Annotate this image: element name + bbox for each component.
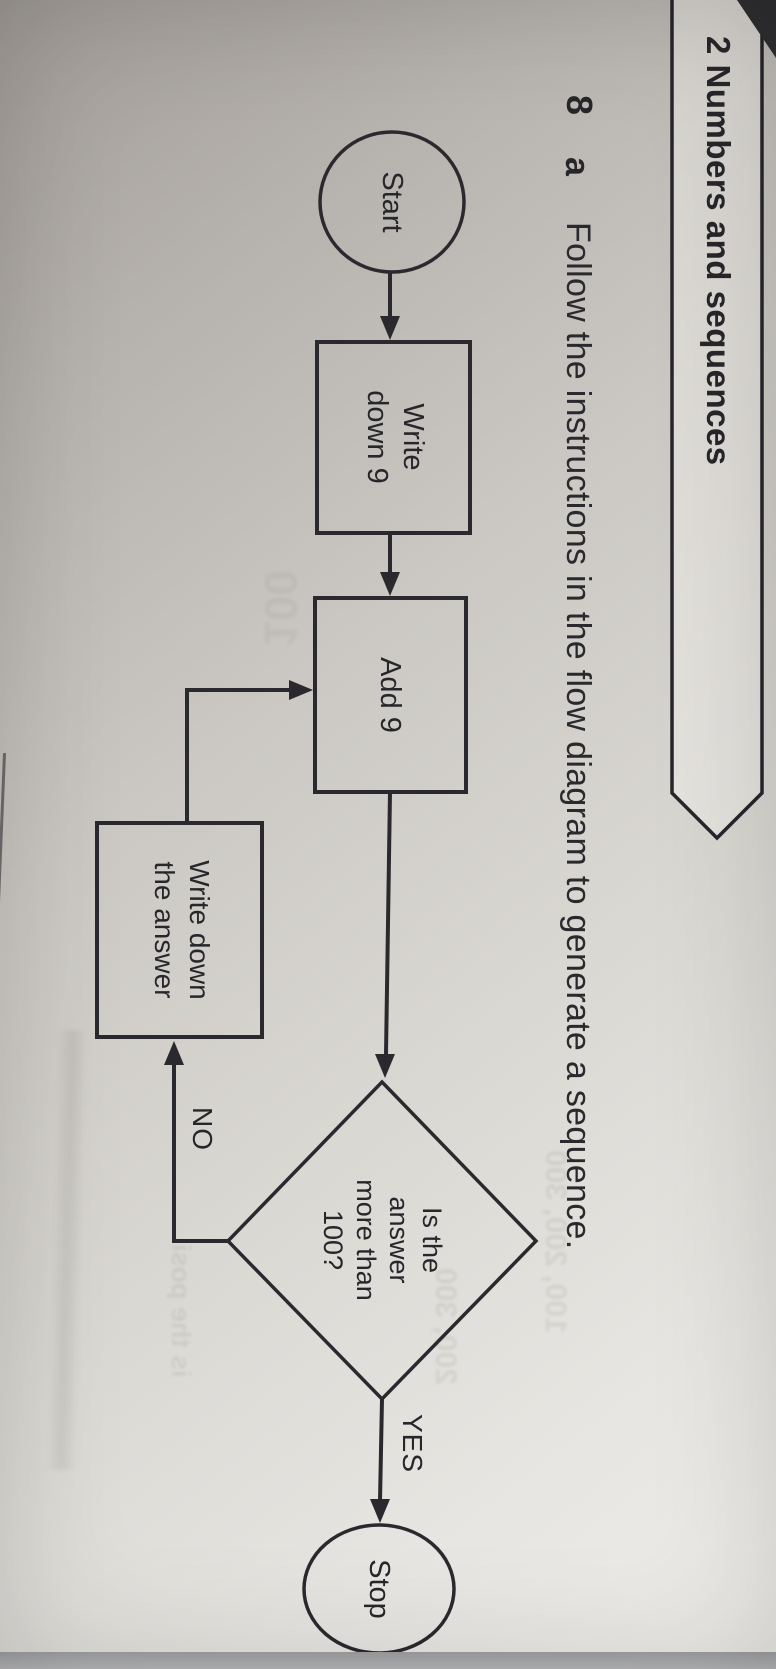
connector-decision-writeanswer	[172, 1065, 230, 1243]
page-stack-edge	[0, 1652, 776, 1669]
write-down-9-box	[315, 340, 472, 535]
question-text: Follow the instructions in the flow diag…	[559, 222, 597, 1250]
flow-node-decision-label: Is the answer more than 100?	[318, 1179, 447, 1301]
write-down-answer-box	[95, 821, 264, 1039]
add-9-box	[313, 596, 468, 794]
edge-label-yes: YES	[397, 1414, 428, 1474]
flow-node-write-answer-label: Write down the answer	[149, 860, 215, 1000]
connector-add9-decision	[384, 791, 392, 1055]
arrowhead	[380, 316, 400, 340]
question-number: 8	[559, 95, 600, 116]
question-part-letter: a	[558, 157, 596, 176]
flow-node-add9-label: Add 9	[374, 657, 406, 733]
arrowhead	[380, 572, 400, 596]
arrowhead	[164, 1041, 184, 1065]
flow-node-stop-label: Stop	[363, 1559, 395, 1619]
connector-decision-stop	[378, 1398, 384, 1502]
arrowhead	[370, 1499, 390, 1523]
unit-banner-title: 2 Numbers and sequences	[700, 36, 737, 466]
unit-banner-ribbon	[670, 0, 764, 841]
flow-node-start-label: Start	[376, 171, 408, 233]
arrowhead	[289, 680, 313, 700]
connector-writeanswer-add9	[185, 688, 289, 824]
edge-label-no: NO	[187, 1107, 218, 1151]
flow-node-write9-label: Write down 9	[361, 390, 429, 484]
arrowhead	[375, 1054, 395, 1078]
